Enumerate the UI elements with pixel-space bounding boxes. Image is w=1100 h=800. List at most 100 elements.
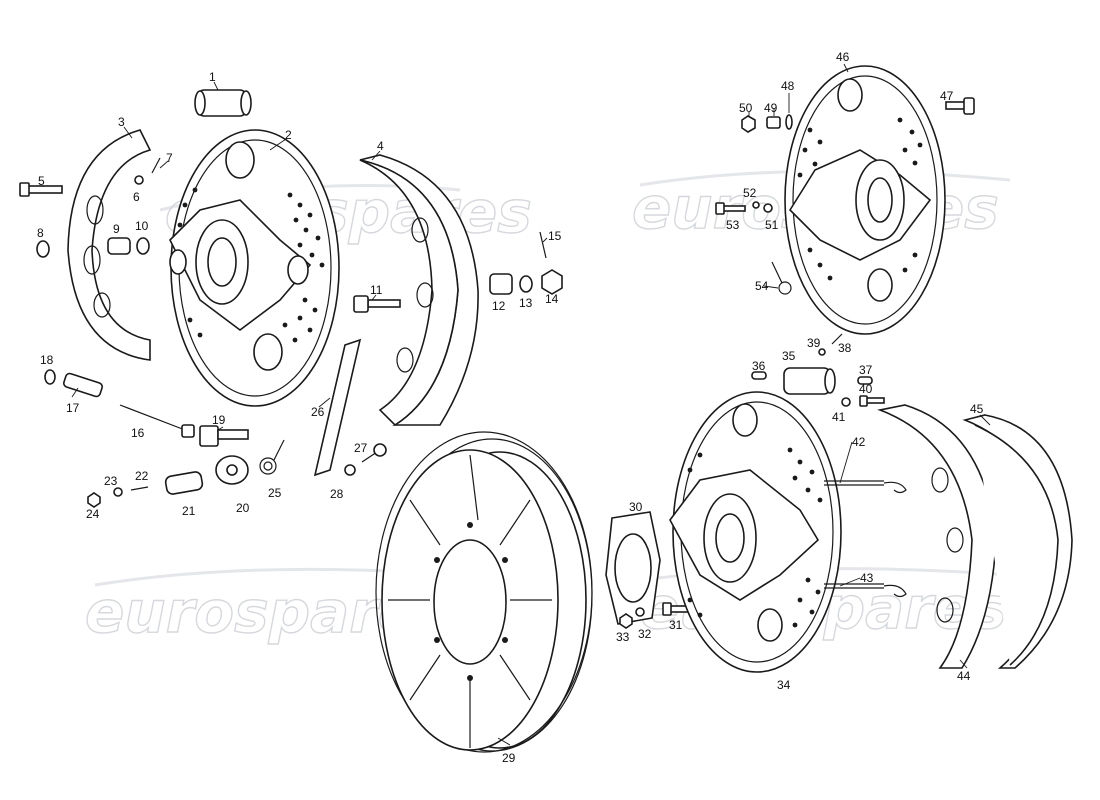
callout-label: 7 [166,151,173,165]
washer-part-28 [344,464,356,476]
callout-label: 40 [859,382,873,396]
spring-part-17 [63,372,103,398]
washer-part-10 [136,237,150,255]
callout-label: 39 [807,336,821,350]
callout-label: 14 [545,292,559,306]
callout-label: 12 [492,299,506,313]
callout-labels: 1 2 3 4 5 6 7 8 9 10 11 12 13 14 15 16 1… [37,50,984,765]
nut-part-14 [541,269,563,295]
callout-label: 52 [743,186,757,200]
callout-label: 29 [502,751,516,765]
bolt-part-27 [361,443,387,463]
backplate-part-34 [669,391,842,673]
callout-label: 43 [860,571,874,585]
callout-label: 10 [135,219,149,233]
brake-shoe-part-44 [877,404,997,669]
callout-label: 23 [104,474,118,488]
callout-label: 47 [940,89,954,103]
brake-drum-part-29 [375,431,593,753]
callout-label: 46 [836,50,850,64]
washer-part-32 [635,607,645,617]
callout-label: 44 [957,669,971,683]
pin-part-36 [751,371,767,380]
backplate-part-2 [169,129,340,407]
washer-part-8 [36,240,50,258]
bleed-screw-part-38 [831,333,843,345]
callout-label: 27 [354,441,368,455]
washer-part-41 [841,397,851,407]
bolt-part-40 [859,395,885,407]
callout-label: 45 [970,402,984,416]
wheel-cylinder-part-1 [194,89,252,117]
pin-part-37 [857,376,873,385]
pin-part-22 [130,486,149,491]
callout-label: 3 [118,115,125,129]
rod-part-16 [119,404,195,438]
brake-shoe-part-4 [359,154,479,427]
callout-label: 50 [739,101,753,115]
callout-label: 36 [752,359,766,373]
callout-label: 20 [236,501,250,515]
callout-label: 51 [765,218,779,232]
lever-part-26 [313,338,362,477]
cap-part-39 [818,348,826,356]
callout-label: 42 [852,435,866,449]
callout-label: 26 [311,405,325,419]
clip-part-52 [752,201,760,209]
leader-lines [42,63,991,746]
wheel-cylinder-part-35 [783,367,836,395]
callout-label: 6 [133,190,140,204]
spring-part-25 [259,439,285,475]
callout-label: 53 [726,218,740,232]
callout-label: 35 [782,349,796,363]
bushing-part-12 [489,273,513,295]
bolt-part-5 [19,182,63,197]
washer-part-18 [44,369,56,385]
callout-label: 28 [330,487,344,501]
washer-part-13 [519,275,533,293]
callout-label: 48 [781,79,795,93]
washer-part-51 [763,203,773,213]
washer-part-6 [134,175,144,185]
callout-label: 54 [755,279,769,293]
seal-plate-part-30 [605,511,661,625]
washer-part-48 [785,114,793,130]
callout-label: 21 [182,504,196,518]
callout-label: 37 [859,363,873,377]
callout-label: 1 [209,70,216,84]
spring-washer-part-49 [766,116,781,129]
bolt-part-47 [945,97,975,115]
callout-label: 17 [66,401,80,415]
brake-shoe-part-3 [67,129,152,361]
callout-label: 11 [370,283,383,297]
callout-label: 33 [616,630,630,644]
spring-part-54 [771,261,792,295]
split-pin-part-15 [539,231,547,259]
bolt-part-11 [353,295,401,313]
callout-label: 18 [40,353,54,367]
nut-part-24 [87,492,101,508]
callout-label: 5 [38,174,45,188]
callout-label: 34 [777,678,791,692]
return-spring-part-42 [824,480,907,494]
callout-label: 24 [86,507,100,521]
adjuster-part-19 [199,425,249,447]
callout-label: 41 [832,410,846,424]
sleeve-part-21 [164,471,204,495]
callout-label: 4 [377,139,384,153]
callout-label: 22 [135,469,149,483]
bolt-part-53 [715,202,746,215]
callout-label: 38 [838,341,852,355]
return-spring-part-43 [824,583,907,598]
callout-label: 13 [519,296,533,310]
nut-part-33 [619,613,633,629]
bushing-part-9 [107,237,131,255]
callout-label: 19 [212,413,226,427]
callout-label: 8 [37,226,44,240]
washer-part-23 [113,487,123,497]
callout-label: 31 [669,618,683,632]
bracket-part-20 [215,455,249,485]
bolt-part-31 [662,602,693,616]
callout-label: 32 [638,627,652,641]
